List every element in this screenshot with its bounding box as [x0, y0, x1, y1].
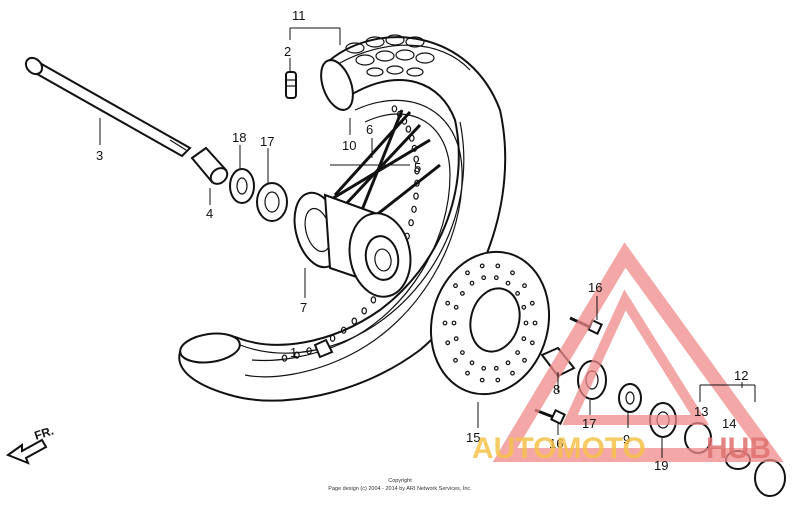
- direction-label: FR.: [33, 424, 56, 443]
- callout-17-right: 17: [582, 416, 596, 431]
- callout-14: 14: [722, 416, 736, 431]
- watermark: [492, 242, 784, 462]
- callout-19: 19: [654, 458, 668, 473]
- callout-18: 18: [232, 130, 246, 145]
- callout-17-left: 17: [260, 134, 274, 149]
- tire-valve: [285, 71, 297, 99]
- leader-lines: [99, 27, 756, 458]
- disc-holes: [442, 263, 538, 383]
- front-direction-arrow: [5, 438, 48, 465]
- copyright-line-1: Copyright: [388, 478, 412, 484]
- disc-bolt-lower: [534, 408, 566, 425]
- tire: [178, 34, 507, 402]
- callout-8: 8: [553, 382, 560, 397]
- callout-labels: 11 2 3 4 18 17 6 5 10 7 1 16 8 17 9 12 1…: [33, 8, 749, 473]
- callout-16-upper: 16: [588, 280, 602, 295]
- callout-13: 13: [694, 404, 708, 419]
- callout-10: 10: [342, 138, 356, 153]
- front-axle: [24, 56, 192, 158]
- callout-4: 4: [206, 206, 213, 221]
- retainer-9: [618, 383, 642, 413]
- copyright-line-2: Page design (c) 2004 - 2014 by ARI Netwo…: [328, 486, 472, 492]
- callout-7: 7: [300, 300, 307, 315]
- watermark-text-hub: HUB: [706, 432, 771, 465]
- brake-disc: [429, 250, 551, 396]
- callout-6: 6: [366, 122, 373, 137]
- balance-weight: [313, 338, 334, 359]
- callout-11: 11: [292, 8, 306, 23]
- watermark-text-automoto: AUTOMOTO: [472, 432, 646, 465]
- callout-3: 3: [96, 148, 103, 163]
- axle-collar: [190, 146, 229, 185]
- callout-5: 5: [414, 160, 421, 175]
- callout-9: 9: [623, 432, 630, 447]
- callout-1: 1: [290, 345, 297, 360]
- gearbox-12: [754, 459, 786, 497]
- tire-tread: [345, 34, 435, 77]
- oil-seal-left: [229, 168, 255, 204]
- wheel-hub: [293, 191, 412, 298]
- callout-15: 15: [466, 430, 480, 445]
- callout-16-lower: 16: [549, 436, 563, 451]
- callout-2: 2: [284, 44, 291, 59]
- callout-12: 12: [734, 368, 748, 383]
- bearing-left: [256, 182, 288, 222]
